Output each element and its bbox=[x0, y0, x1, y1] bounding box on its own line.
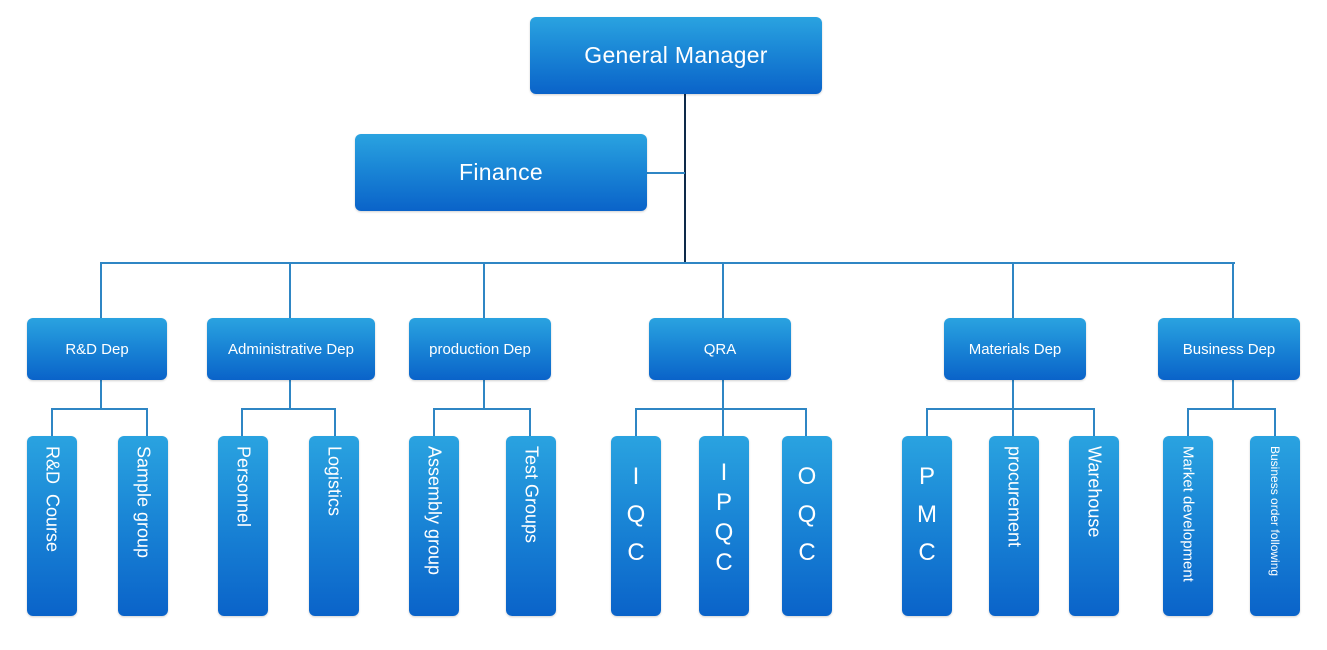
unit-oqc-label-char-1: Q bbox=[797, 501, 817, 528]
connector-mat-down bbox=[1012, 379, 1014, 409]
connector-trunk bbox=[684, 93, 686, 263]
connector-prod-down bbox=[483, 379, 485, 409]
connector-prod-bar bbox=[433, 408, 531, 410]
connector-mat-b bbox=[1012, 408, 1014, 436]
connector-dept-5 bbox=[1012, 262, 1014, 318]
unit-assembly-group-label: Assembly group bbox=[424, 446, 445, 576]
unit-test-groups-label: Test Groups bbox=[521, 446, 542, 544]
unit-rd-course-label: R&D Course bbox=[42, 446, 63, 553]
unit-procurement-label: procurement bbox=[1004, 446, 1025, 548]
dept-qra-label: QRA bbox=[703, 340, 737, 358]
unit-assembly-group-box: Assembly group bbox=[409, 436, 459, 616]
unit-sample-group-label: Sample group bbox=[133, 446, 154, 559]
connector-rd-down bbox=[100, 379, 102, 409]
dept-materials-box: Materials Dep bbox=[944, 318, 1086, 380]
dept-production-label: production Dep bbox=[429, 340, 531, 358]
connector-dept-6 bbox=[1232, 262, 1234, 318]
finance-box: Finance bbox=[355, 134, 647, 211]
unit-logistics-box: Logistics bbox=[309, 436, 359, 616]
connector-admin-down bbox=[289, 379, 291, 409]
connector-rd-b bbox=[146, 408, 148, 436]
dept-business-label: Business Dep bbox=[1182, 340, 1276, 358]
unit-ipqc-label-char-3: C bbox=[715, 549, 733, 576]
dept-qra-box: QRA bbox=[649, 318, 791, 380]
unit-pmc-label-char-2: C bbox=[918, 539, 936, 566]
unit-rd-course-box: R&D Course bbox=[27, 436, 77, 616]
unit-pmc-label-char-1: M bbox=[917, 501, 937, 528]
connector-admin-bar bbox=[241, 408, 336, 410]
unit-iqc-label-char-1: Q bbox=[626, 501, 646, 528]
unit-oqc-label-char-2: C bbox=[798, 539, 816, 566]
connector-admin-a bbox=[241, 408, 243, 436]
dept-production-box: production Dep bbox=[409, 318, 551, 380]
unit-pmc-label-char-0: P bbox=[918, 463, 935, 490]
unit-business-order-following-box: Business order following bbox=[1250, 436, 1300, 616]
connector-qra-c bbox=[805, 408, 807, 436]
unit-oqc-label-char-0: O bbox=[797, 463, 817, 490]
connector-qra-down bbox=[722, 379, 724, 409]
unit-warehouse-box: Warehouse bbox=[1069, 436, 1119, 616]
general-manager-label: General Manager bbox=[584, 42, 768, 68]
finance-label: Finance bbox=[459, 159, 543, 185]
connector-prod-b bbox=[529, 408, 531, 436]
unit-ipqc-label-char-1: P bbox=[715, 489, 732, 516]
unit-sample-group-box: Sample group bbox=[118, 436, 168, 616]
connector-qra-a bbox=[635, 408, 637, 436]
unit-ipqc-label-char-2: Q bbox=[714, 519, 734, 546]
unit-market-development-label: Market development bbox=[1179, 446, 1197, 582]
general-manager-box: General Manager bbox=[530, 17, 822, 94]
unit-warehouse-label: Warehouse bbox=[1084, 446, 1105, 538]
unit-ipqc-label-char-0: I bbox=[720, 459, 728, 486]
connector-dept-bus bbox=[100, 262, 1235, 264]
connector-bus-a bbox=[1187, 408, 1189, 436]
connector-dept-4 bbox=[722, 262, 724, 318]
connector-rd-bar bbox=[51, 408, 148, 410]
connector-admin-b bbox=[334, 408, 336, 436]
connector-dept-3 bbox=[483, 262, 485, 318]
unit-procurement-box: procurement bbox=[989, 436, 1039, 616]
unit-logistics-label: Logistics bbox=[324, 446, 345, 517]
dept-rd-label: R&D Dep bbox=[65, 340, 129, 358]
connector-rd-a bbox=[51, 408, 53, 436]
connector-finance bbox=[646, 172, 685, 174]
connector-mat-a bbox=[926, 408, 928, 436]
connector-bus-b bbox=[1274, 408, 1276, 436]
dept-admin-box: Administrative Dep bbox=[207, 318, 375, 380]
connector-dept-2 bbox=[289, 262, 291, 318]
dept-business-box: Business Dep bbox=[1158, 318, 1300, 380]
dept-admin-label: Administrative Dep bbox=[228, 340, 354, 358]
unit-personnel-box: Personnel bbox=[218, 436, 268, 616]
connector-qra-b bbox=[722, 408, 724, 436]
unit-iqc-label-char-2: C bbox=[627, 539, 645, 566]
unit-personnel-label: Personnel bbox=[233, 446, 254, 528]
unit-iqc-label-char-0: I bbox=[632, 463, 640, 490]
connector-qra-bar bbox=[635, 408, 807, 410]
unit-market-development-box: Market development bbox=[1163, 436, 1213, 616]
connector-dept-1 bbox=[100, 262, 102, 318]
unit-business-order-following-label: Business order following bbox=[1268, 446, 1282, 577]
connector-mat-c bbox=[1093, 408, 1095, 436]
connector-bus-bar bbox=[1187, 408, 1276, 410]
unit-test-groups-box: Test Groups bbox=[506, 436, 556, 616]
connector-prod-a bbox=[433, 408, 435, 436]
connector-bus-down bbox=[1232, 379, 1234, 409]
dept-rd-box: R&D Dep bbox=[27, 318, 167, 380]
dept-materials-label: Materials Dep bbox=[968, 340, 1062, 358]
connector-mat-bar bbox=[926, 408, 1095, 410]
